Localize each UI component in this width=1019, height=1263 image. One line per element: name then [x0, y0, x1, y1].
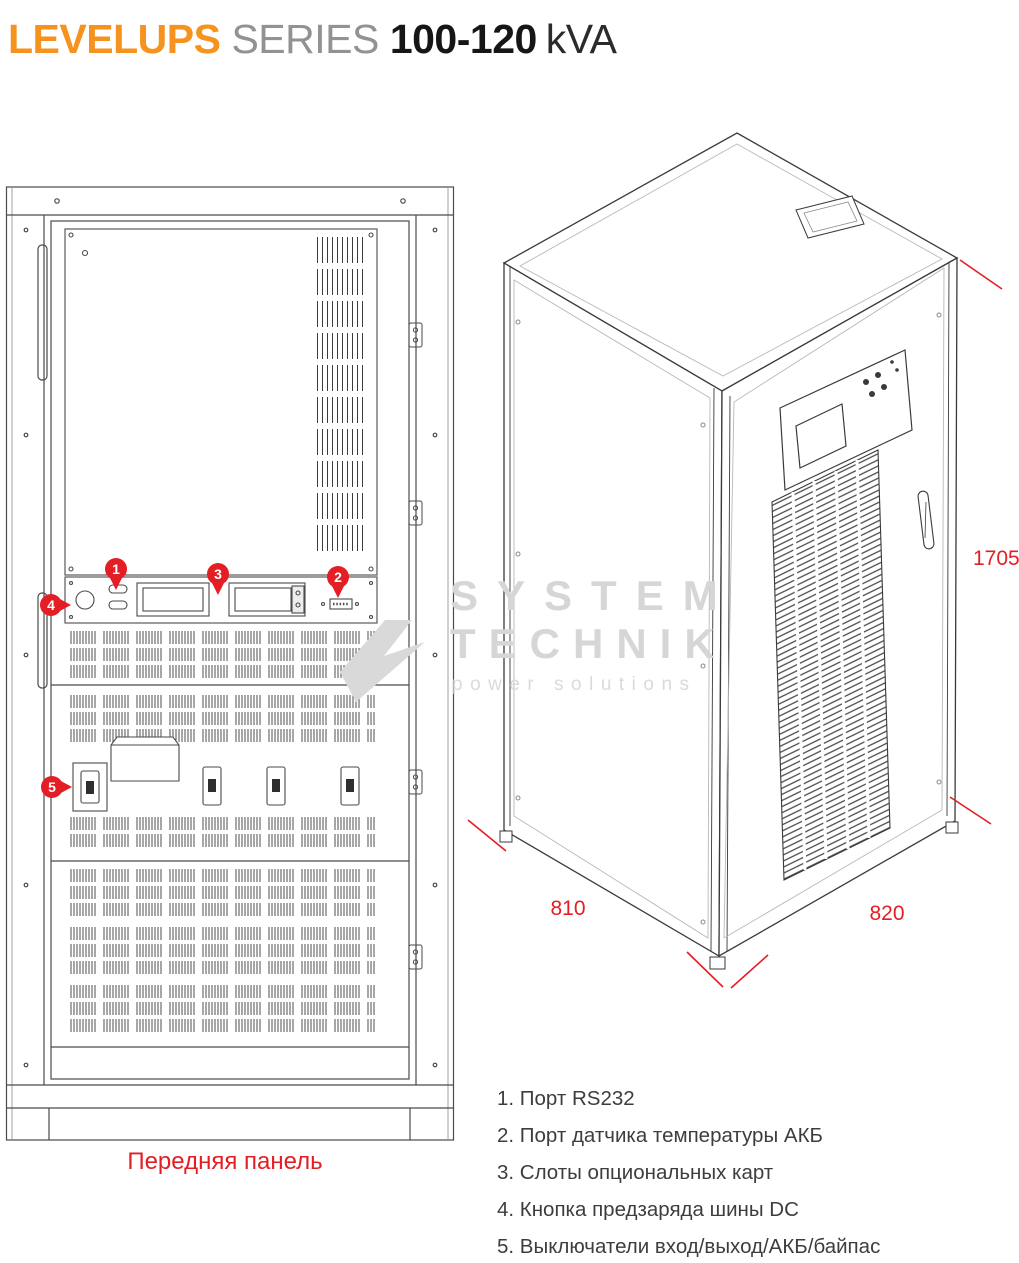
callout-4-marker: 4 — [40, 594, 71, 616]
temp-sensor-port — [320, 598, 360, 610]
title-rating: 100-120 — [389, 16, 537, 62]
legend-item: 1. Порт RS232 — [497, 1087, 635, 1110]
panel-buttons — [863, 360, 899, 397]
legend-item: 5. Выключатели вход/выход/АКБ/байпас — [497, 1235, 881, 1258]
cabinet-edges — [509, 143, 950, 952]
upper-module — [64, 228, 378, 576]
cabinet-feet — [499, 821, 959, 970]
iso-cabinet-drawing: 1705 810 820 — [467, 132, 1019, 989]
callout-1-label: 1 — [112, 561, 120, 577]
callout-markers: 1 3 2 4 5 — [40, 558, 349, 798]
rack-frame — [5, 186, 455, 1141]
vent-grilles — [69, 631, 375, 1032]
dimension-ticks — [467, 259, 1003, 989]
breaker-row — [72, 762, 360, 812]
door-handle — [917, 490, 935, 550]
legend-item: 4. Кнопка предзаряда шины DC — [497, 1198, 799, 1221]
panel-screws — [515, 312, 942, 925]
hinge — [408, 322, 423, 348]
front-panel-caption: Передняя панель — [127, 1148, 323, 1175]
connector-strip — [64, 576, 378, 624]
front-panel-drawing: 1 3 2 4 5 — [5, 186, 455, 1141]
option-card-slots — [136, 582, 306, 617]
callout-3-marker: 3 — [207, 563, 229, 595]
title-series: SERIES — [231, 16, 379, 62]
door-hinges — [408, 322, 423, 970]
hinge — [408, 944, 423, 970]
front-vent-grille — [771, 449, 891, 881]
legend-item: 2. Порт датчика температуры АКБ — [497, 1124, 823, 1147]
hinge — [408, 769, 423, 795]
legend-list: 1. Порт RS232 2. Порт датчика температур… — [497, 1080, 880, 1263]
callout-1-marker: 1 — [105, 558, 127, 590]
lcd-screen — [795, 403, 847, 469]
dim-width-label: 820 — [869, 902, 904, 925]
dimension-labels: 1705 810 820 — [550, 547, 1019, 925]
callout-5-label: 5 — [48, 779, 56, 795]
control-panel — [779, 349, 913, 491]
rs232-port — [108, 584, 128, 610]
title-brand: LEVELUPS — [8, 16, 221, 62]
callout-2-marker: 2 — [327, 566, 349, 598]
legend-item: 3. Слоты опциональных карт — [497, 1161, 774, 1184]
dc-precharge-button — [75, 590, 95, 610]
dim-height-label: 1705 — [973, 547, 1019, 570]
dim-depth-label: 810 — [550, 897, 585, 920]
callout-3-label: 3 — [214, 566, 222, 582]
callout-5-marker: 5 — [41, 776, 72, 798]
hinge — [408, 500, 423, 526]
title-unit: kVA — [545, 16, 617, 62]
bracket-plate — [110, 736, 180, 782]
cabinet-body — [502, 132, 959, 958]
callout-4-label: 4 — [47, 597, 55, 613]
callout-2-label: 2 — [334, 569, 342, 585]
top-access-plate — [795, 195, 865, 239]
